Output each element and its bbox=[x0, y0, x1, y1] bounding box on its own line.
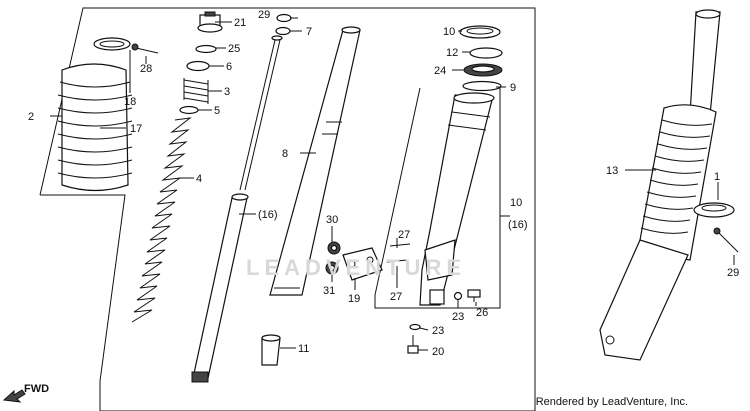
callout-3: 3 bbox=[224, 86, 230, 98]
callout-6: 6 bbox=[226, 61, 232, 73]
callout-27-lower: 27 bbox=[390, 291, 402, 303]
snap-ring bbox=[469, 47, 503, 59]
fork-boot bbox=[57, 63, 133, 192]
piston-ring bbox=[276, 13, 292, 23]
callout-30: 29 bbox=[258, 9, 270, 21]
spring-upper bbox=[183, 78, 209, 104]
clamp-screw bbox=[131, 43, 159, 54]
fork-slider bbox=[419, 92, 495, 306]
callout-17: 17 bbox=[130, 123, 142, 135]
back-up-ring bbox=[462, 80, 502, 92]
fork-spring bbox=[131, 117, 192, 323]
callout-24: 24 bbox=[434, 65, 446, 77]
oil-seal bbox=[463, 63, 503, 77]
callout-5: 5 bbox=[214, 105, 220, 117]
callout-15: 13 bbox=[606, 165, 618, 177]
group-boundary bbox=[39, 7, 536, 411]
callout-26: 26 bbox=[476, 307, 488, 319]
flange-nut bbox=[327, 241, 341, 255]
slider-group-bracket bbox=[374, 85, 501, 309]
flange-nut-lower bbox=[325, 261, 339, 275]
callout-28: 28 bbox=[140, 63, 152, 75]
callout-25: 25 bbox=[228, 43, 240, 55]
stud-bolt bbox=[389, 243, 411, 247]
callout-9: 9 bbox=[510, 82, 516, 94]
clamp bbox=[693, 202, 735, 218]
callout-8: 8 bbox=[282, 148, 288, 160]
oil-lock-piece bbox=[261, 334, 281, 366]
callout-2: 2 bbox=[28, 111, 34, 123]
axle-holder bbox=[342, 247, 383, 281]
callout-7: 7 bbox=[306, 26, 312, 38]
sealing-washer-lower bbox=[409, 323, 421, 331]
watermark: LEADVENTURE bbox=[246, 255, 467, 280]
callout-31-lower: 31 bbox=[323, 285, 335, 297]
fork-cap-bolt bbox=[197, 11, 223, 33]
spacer-washer bbox=[179, 105, 199, 115]
damper-rod bbox=[191, 35, 283, 383]
callout-1: 1 bbox=[714, 171, 720, 183]
clamp-bolt bbox=[713, 227, 739, 253]
sealing-washer bbox=[453, 291, 463, 301]
callout-4: 4 bbox=[196, 173, 202, 185]
callout-11: 10 bbox=[443, 26, 455, 38]
credit-text: Rendered by LeadVenture, Inc. bbox=[535, 396, 688, 408]
drain-bolt bbox=[467, 289, 481, 302]
stud-bolt-lower bbox=[386, 259, 408, 263]
piston-ring-lower bbox=[275, 26, 291, 36]
callout-14: 12 bbox=[446, 47, 458, 59]
callout-10: 10 bbox=[510, 197, 522, 209]
callout-29: 29 bbox=[727, 267, 739, 279]
callout-23: 23 bbox=[432, 325, 444, 337]
callout-20: 20 bbox=[432, 346, 444, 358]
callout-27-upper: 27 bbox=[398, 229, 410, 241]
callout-31-upper: 30 bbox=[326, 214, 338, 226]
callout-21: 21 bbox=[234, 17, 246, 29]
fwd-label: FWD bbox=[24, 383, 49, 395]
dust-seal bbox=[459, 25, 501, 39]
boot-clamp bbox=[93, 37, 131, 51]
callout-22: 23 bbox=[452, 311, 464, 323]
fork-pipe bbox=[269, 26, 361, 296]
callout-12: (16) bbox=[258, 209, 278, 221]
socket-bolt bbox=[407, 335, 419, 354]
fwd-arrow: FWD bbox=[2, 383, 49, 403]
callout-19: 19 bbox=[348, 293, 360, 305]
spring-seat bbox=[186, 60, 210, 72]
callout-13: 11 bbox=[298, 343, 309, 355]
leader-lines bbox=[50, 17, 735, 351]
assembled-fork bbox=[599, 9, 721, 361]
o-ring bbox=[195, 44, 217, 54]
callout-18: 18 bbox=[124, 96, 136, 108]
callout-16: (16) bbox=[508, 219, 528, 231]
callouts: 2 17 28 18 21 25 6 3 5 4 29 7 (16) 11 8 … bbox=[28, 9, 739, 358]
